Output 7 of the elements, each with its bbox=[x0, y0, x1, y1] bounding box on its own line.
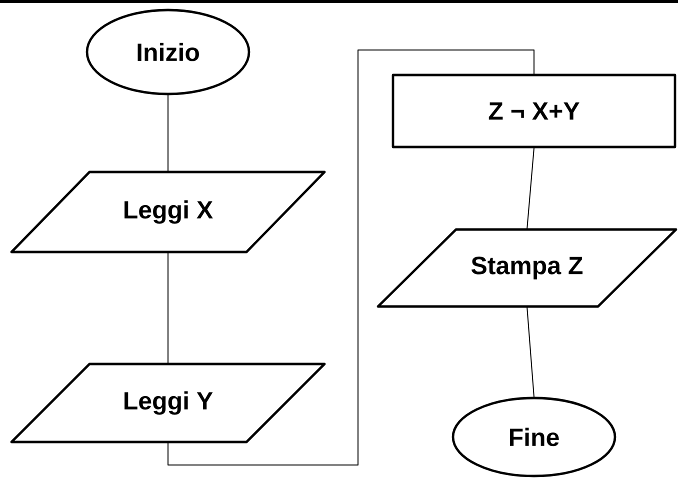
io-parallelogram: Leggi Y bbox=[10, 362, 326, 444]
process-box: Z ¬ X+Y bbox=[392, 74, 676, 148]
connector-line bbox=[526, 306, 534, 398]
io-parallelogram: Leggi X bbox=[10, 170, 326, 254]
connector-line bbox=[526, 148, 534, 230]
connector-line bbox=[168, 50, 534, 466]
io-parallelogram: Stampa Z bbox=[376, 228, 678, 308]
